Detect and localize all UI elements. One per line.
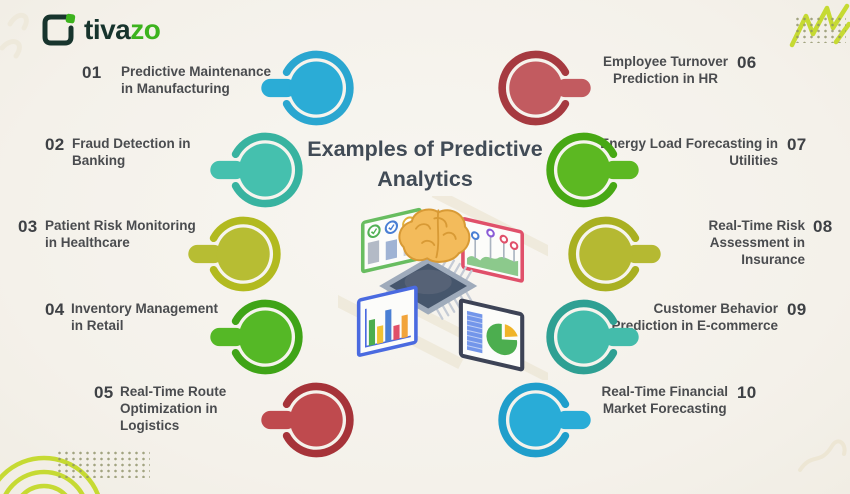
bubble-tail — [604, 160, 639, 180]
bubble-body — [238, 143, 292, 197]
brand-name: tivazo — [84, 14, 161, 46]
pie-chart-panel-icon — [458, 298, 525, 372]
item-number-10: 10 — [737, 383, 757, 402]
bubble-ring — [231, 299, 303, 375]
item-number-06: 06 — [737, 53, 757, 72]
bubble-icon-04 — [210, 299, 303, 375]
bubble-tail — [210, 327, 245, 347]
item-number-05: 05 — [94, 383, 114, 402]
bubble-ring — [498, 50, 570, 126]
item-label-08: Real-Time Risk Assessment in Insurance — [708, 218, 805, 267]
bubble-icon-03 — [188, 216, 281, 292]
bubble-icon-07 — [546, 132, 639, 208]
bubble-body — [557, 310, 611, 364]
bubble-icon-08 — [568, 216, 661, 292]
bubble-ring — [209, 216, 281, 292]
bubble-ring — [546, 132, 618, 208]
bubble-ring — [568, 216, 640, 292]
bubble-tail — [556, 78, 591, 98]
bubble-ring — [282, 50, 354, 126]
item-label-06: Employee Turnover Prediction in HR — [602, 54, 728, 86]
bubble-body — [289, 61, 343, 115]
item-number-08: 08 — [813, 217, 833, 236]
bubble-body — [579, 227, 633, 281]
bubble-body — [509, 61, 563, 115]
bubble-tail — [261, 410, 296, 430]
trend-panel-icon — [461, 217, 525, 283]
bubble-ring — [498, 382, 570, 458]
predictive-analytics-illustration — [338, 196, 548, 380]
bubble-tail — [556, 410, 591, 430]
item-number-04: 04 — [45, 300, 65, 319]
dot-grid-top-right — [794, 16, 846, 43]
bubble-ring — [546, 299, 618, 375]
bubble-body — [557, 143, 611, 197]
bubble-body — [509, 393, 563, 447]
brand-name-prefix: tiva — [84, 14, 131, 45]
item-number-07: 07 — [787, 135, 807, 154]
bubble-tail — [604, 327, 639, 347]
logo-bracket-icon — [42, 13, 76, 46]
bubble-body — [216, 227, 270, 281]
item-label-05: Real-Time Route Optimization in Logistic… — [120, 384, 227, 433]
bubble-icon-02 — [210, 132, 303, 208]
item-number-03: 03 — [18, 217, 38, 236]
item-label-09: Customer Behavior Prediction in E-commer… — [611, 301, 778, 333]
item-label-04: Inventory Management in Retail — [71, 301, 219, 333]
bubble-ring — [282, 382, 354, 458]
item-number-01: 01 — [82, 63, 102, 82]
bubble-icon-05 — [261, 382, 354, 458]
brand-name-suffix: zo — [130, 14, 161, 45]
brain-icon — [398, 208, 471, 263]
bar-chart-panel-icon — [356, 285, 418, 357]
bubble-tail — [626, 244, 661, 264]
brand-logo: tivazo — [40, 13, 161, 47]
bubble-tail — [188, 244, 223, 264]
bubble-body — [289, 393, 343, 447]
bubble-body — [238, 310, 292, 364]
item-label-02: Fraud Detection in Banking — [72, 136, 191, 168]
bubble-tail — [210, 160, 245, 180]
page-title: Examples of Predictive Analytics — [307, 137, 543, 192]
dot-grid-bottom-left — [56, 450, 150, 478]
item-number-09: 09 — [787, 300, 807, 319]
item-label-03: Patient Risk Monitoring in Healthcare — [45, 218, 196, 250]
bubble-icon-09 — [546, 299, 639, 375]
bubble-icon-06 — [498, 50, 591, 126]
item-label-10: Real-Time Financial Market Forecasting — [601, 384, 728, 416]
bubble-tail — [261, 78, 296, 98]
bubble-icon-01 — [261, 50, 354, 126]
bubble-ring — [231, 132, 303, 208]
item-label-01: Predictive Maintenance in Manufacturing — [121, 64, 272, 96]
item-number-02: 02 — [45, 135, 65, 154]
bubble-icon-10 — [498, 382, 591, 458]
